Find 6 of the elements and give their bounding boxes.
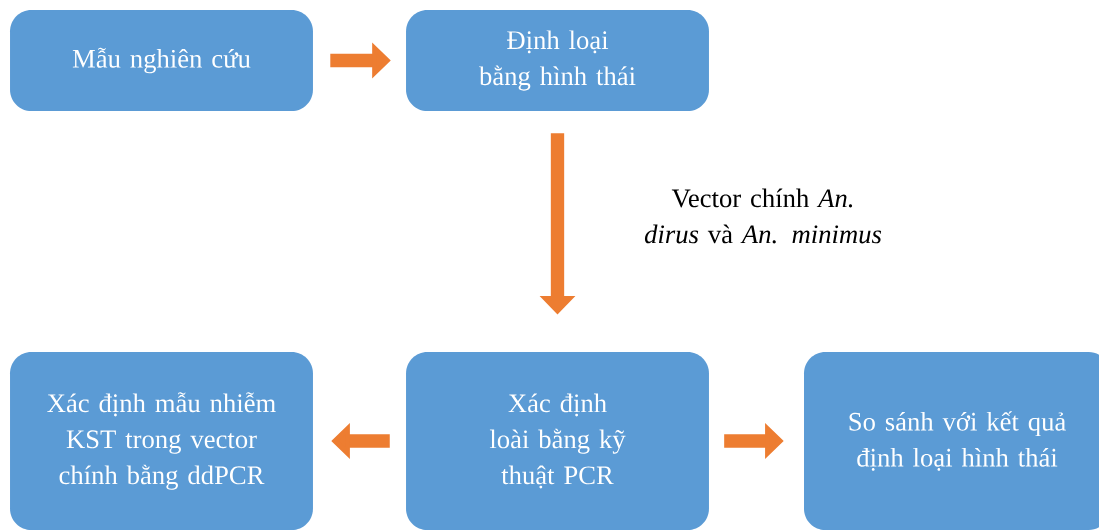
process-box: Xác định loài bằng kỹ thuật PCR xyxy=(406,352,709,530)
process-box: Mẫu nghiên cứu xyxy=(10,9,313,112)
process-box: Định loại bằng hình thái xyxy=(406,9,709,112)
process-box: So sánh với kết quả định loại hình thái xyxy=(804,352,1099,530)
edge-label: Vector chính An. dirus và An. minimus xyxy=(623,185,903,247)
process-box: Xác định mẫu nhiễm KST trong vector chính bằng ddPCR xyxy=(10,352,313,530)
